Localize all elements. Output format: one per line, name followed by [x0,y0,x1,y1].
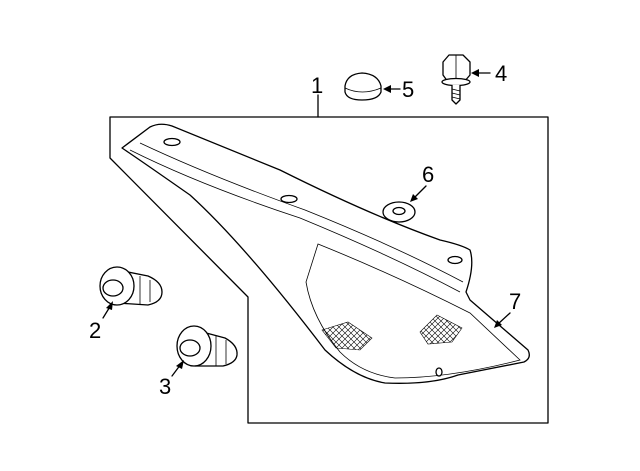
callout-1-label: 1 [311,73,323,98]
callout-6-label: 6 [422,162,434,187]
callout-4-arrow [471,69,479,77]
assembly-outline [109,116,549,424]
callout-7-arrow [494,320,502,328]
callout-2-arrow [106,301,113,310]
callout-6-arrow [410,194,418,202]
callout-4-label: 4 [495,61,507,86]
callout-5-arrow [383,85,391,93]
bolt-part-4 [441,54,471,105]
callout-3-label: 3 [159,374,171,399]
callout-7-leader [497,312,511,325]
callout-7-label: 7 [509,289,521,314]
callout-3-arrow [176,360,184,369]
cap-part-5 [344,72,382,101]
callout-2-label: 2 [89,318,101,343]
socket-part-3 [176,325,238,367]
tail-lamp-assembly [121,123,530,384]
callout-6-leader [413,185,427,199]
socket-part-2 [99,266,163,306]
washer-part-6 [382,201,416,223]
callout-5-label: 5 [402,77,414,102]
